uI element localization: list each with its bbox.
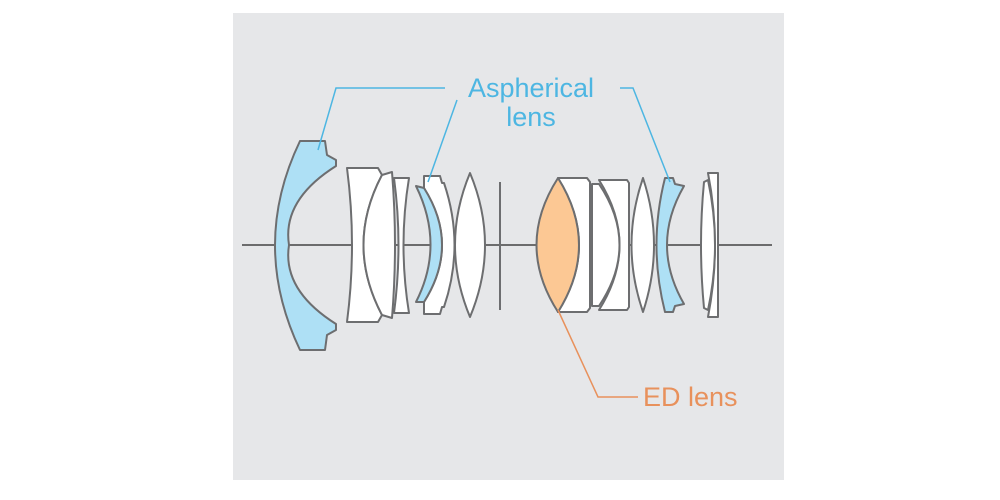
- lens-element-12: [630, 177, 655, 313]
- lens-element-3: [362, 171, 396, 319]
- lens-element-11: [591, 183, 621, 307]
- aspherical-lens-front: [274, 140, 337, 351]
- aspherical-lens-middle: [415, 185, 443, 303]
- aspherical-leader-front: [317, 87, 445, 151]
- lens-element-15: [700, 179, 716, 311]
- aspherical-leader-middle: [427, 99, 458, 183]
- diagram-background: [233, 13, 784, 480]
- lens-element-4: [393, 177, 410, 314]
- lens-element-7: [454, 172, 486, 318]
- ed-leader: [557, 309, 638, 398]
- ed-lens: [535, 177, 580, 313]
- aspherical-lens-rear: [655, 177, 685, 313]
- aspherical-label-line1: Aspherical: [468, 73, 594, 103]
- aspherical-leader-rear: [620, 87, 671, 183]
- ed-lens-label: ED lens: [643, 382, 738, 412]
- aspherical-label-line2: lens: [506, 102, 556, 132]
